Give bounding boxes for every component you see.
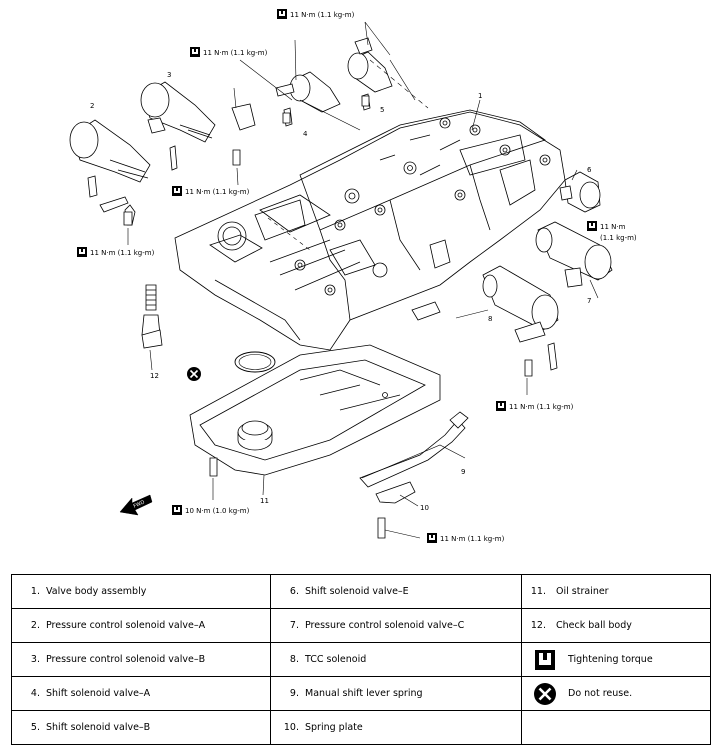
legend-number: 10. xyxy=(283,722,299,733)
pressure-control-solenoid-c xyxy=(535,221,613,288)
legend-number: 5. xyxy=(30,722,40,733)
legend-label: Spring plate xyxy=(305,722,363,733)
legend-row: 3. Pressure control solenoid valve–B 8. TC… xyxy=(11,642,711,677)
o-ring xyxy=(234,351,276,373)
legend-number: 12. xyxy=(530,620,546,631)
svg-text:11 N·m (1.1 kg-m): 11 N·m (1.1 kg-m) xyxy=(440,535,505,543)
pressure-control-solenoid-b xyxy=(140,81,216,171)
manual-shift-lever-spring xyxy=(359,411,469,488)
callout-numbers: 1 2 3 4 5 6 7 8 9 10 11 12 xyxy=(90,71,592,512)
legend-table: 1. Valve body assembly 6. Shift solenoid v… xyxy=(11,574,711,745)
callout-3: 3 xyxy=(167,71,171,79)
svg-text:11 N·m: 11 N·m xyxy=(600,223,626,231)
legend-row: 2. Pressure control solenoid valve–A 7. Pr… xyxy=(11,608,711,643)
callout-4: 4 xyxy=(303,130,308,138)
legend-number: 11. xyxy=(530,586,546,597)
legend-label: Tightening torque xyxy=(568,654,653,665)
legend-label: Pressure control solenoid valve–B xyxy=(46,654,206,665)
torque-label-8: 11 N·m (1.1 kg-m) xyxy=(427,533,505,543)
torque-label-3: 11 N·m (1.1 kg-m) xyxy=(172,186,250,196)
callout-7: 7 xyxy=(587,297,591,305)
legend-row: 1. Valve body assembly 6. Shift solenoid v… xyxy=(11,574,711,609)
torque-label-4: 11 N·m (1.1 kg-m) xyxy=(77,247,155,257)
legend-number: 8. xyxy=(289,654,299,665)
callout-11: 11 xyxy=(260,497,269,505)
legend-row: 4. Shift solenoid valve–A 9. Manual shift … xyxy=(11,676,711,711)
pressure-control-solenoid-a xyxy=(69,119,151,226)
legend-number: 9. xyxy=(289,688,299,699)
oil-strainer xyxy=(189,344,441,476)
svg-text:11 N·m (1.1 kg-m): 11 N·m (1.1 kg-m) xyxy=(185,188,250,196)
legend-label: Pressure control solenoid valve–A xyxy=(46,620,206,631)
legend-label: TCC solenoid xyxy=(305,654,367,665)
legend-label: Shift solenoid valve–B xyxy=(46,722,151,733)
spring-plate xyxy=(375,481,416,504)
svg-text:11 N·m (1.1 kg-m): 11 N·m (1.1 kg-m) xyxy=(509,403,574,411)
callout-6: 6 xyxy=(587,166,592,174)
torque-label-7: 10 N·m (1.0 kg-m) xyxy=(172,505,250,515)
legend-label: Shift solenoid valve–A xyxy=(46,688,151,699)
legend-number: 6. xyxy=(289,586,299,597)
legend-number: 3. xyxy=(30,654,40,665)
shift-solenoid-a xyxy=(231,71,341,131)
legend-label: Check ball body xyxy=(556,620,632,631)
legend-number: 7. xyxy=(289,620,299,631)
legend-label: Do not reuse. xyxy=(568,688,633,699)
svg-text:10 N·m (1.0 kg-m): 10 N·m (1.0 kg-m) xyxy=(185,507,250,515)
exploded-view-diagram: 11 N·m (1.1 kg-m) 11 N·m (1.1 kg-m) 11 N… xyxy=(69,9,637,543)
valve-body-assembly xyxy=(174,109,566,351)
svg-text:11 N·m (1.1 kg-m): 11 N·m (1.1 kg-m) xyxy=(290,11,355,19)
legend-number: 4. xyxy=(30,688,40,699)
torque-label-6: 11 N·m (1.1 kg-m) xyxy=(496,401,574,411)
svg-text:(1.1 kg-m): (1.1 kg-m) xyxy=(600,234,637,242)
callout-5: 5 xyxy=(380,106,384,114)
svg-text:FWD: FWD xyxy=(133,499,146,509)
legend-label: Manual shift lever spring xyxy=(305,688,423,699)
torque-label-5: 11 N·m (1.1 kg-m) xyxy=(587,221,637,242)
legend-row: 5. Shift solenoid valve–B 10. Spring plate xyxy=(11,710,711,745)
front-arrow: FWD xyxy=(119,494,153,516)
do-not-reuse-icon xyxy=(522,682,568,706)
callout-12: 12 xyxy=(150,372,159,380)
svg-text:11 N·m (1.1 kg-m): 11 N·m (1.1 kg-m) xyxy=(90,249,155,257)
check-ball-body xyxy=(141,284,163,349)
legend-number: 1. xyxy=(30,586,40,597)
svg-text:11 N·m (1.1 kg-m): 11 N·m (1.1 kg-m) xyxy=(203,49,268,57)
tcc-solenoid xyxy=(411,265,559,371)
legend-label: Oil strainer xyxy=(556,586,609,597)
bolts xyxy=(123,95,533,539)
torque-label-2: 11 N·m (1.1 kg-m) xyxy=(190,47,268,57)
callout-2: 2 xyxy=(90,102,94,110)
callout-9: 9 xyxy=(461,468,465,476)
shift-solenoid-e xyxy=(559,171,601,213)
leader-lines xyxy=(127,21,599,539)
legend-number: 2. xyxy=(30,620,40,631)
do-not-reuse-icon xyxy=(187,367,201,381)
legend-label: Valve body assembly xyxy=(46,586,147,597)
torque-icon xyxy=(522,649,568,671)
callout-1: 1 xyxy=(478,92,482,100)
legend-label: Shift solenoid valve–E xyxy=(305,586,409,597)
callout-10: 10 xyxy=(420,504,429,512)
legend-label: Pressure control solenoid valve–C xyxy=(305,620,465,631)
callout-8: 8 xyxy=(488,315,492,323)
torque-label-1: 11 N·m (1.1 kg-m) xyxy=(277,9,355,19)
